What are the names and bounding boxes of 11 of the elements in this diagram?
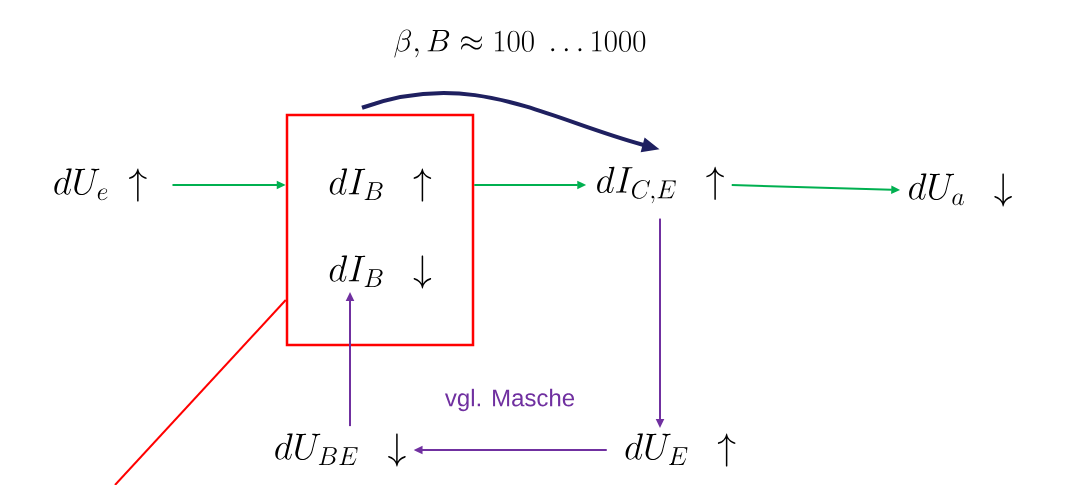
math-term: $dU_E\ \ \uparrow$ — [625, 433, 736, 467]
math-term: $dU_a\ \ \downarrow$ — [909, 173, 1012, 207]
math-term: $dU_e\ \uparrow$ — [54, 168, 147, 202]
edge-label: $\beta, B \approx 100\ \ldots 1000$ — [394, 29, 646, 58]
edge-label: vgl. Masche — [444, 388, 575, 412]
leader-line — [114, 299, 287, 485]
math-term: $dI_B\ \ \uparrow$ — [329, 168, 432, 202]
math-term: $dU_{BE}\ \ \downarrow$ — [275, 433, 406, 467]
math-term: $dI_{C,E}\ \ \uparrow$ — [597, 166, 724, 204]
math-term: $dI_B\ \ \downarrow$ — [329, 255, 432, 289]
highlight-box — [285, 113, 475, 347]
